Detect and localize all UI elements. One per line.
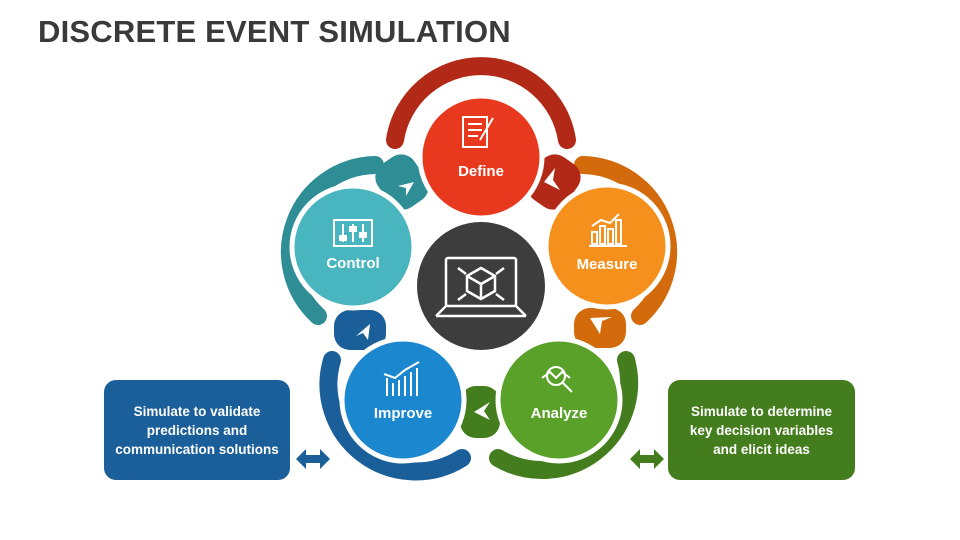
- info-box-right: Simulate to determine key decision varia…: [668, 380, 855, 480]
- arrow-icon: [356, 324, 370, 340]
- arrow-icon: [544, 168, 560, 190]
- laptop-cube-icon: [435, 256, 527, 318]
- arrow-icon: [474, 402, 490, 420]
- node-define: Define: [417, 93, 545, 221]
- arrow-icon: [590, 317, 612, 334]
- double-arrow-left-icon: [296, 449, 330, 469]
- node-center: [417, 222, 545, 350]
- node-label-measure: Measure: [577, 256, 638, 273]
- ring-improve: [319, 351, 471, 481]
- node-control: Control: [289, 183, 417, 311]
- node-analyze: Analyze: [495, 336, 623, 464]
- growth-chart-icon: [383, 361, 420, 396]
- node-label-improve: Improve: [374, 405, 432, 422]
- ring-define: [386, 57, 576, 149]
- node-measure: Measure: [543, 182, 671, 310]
- connector-analyze-improve: [460, 386, 500, 438]
- arrow-icon: [398, 182, 414, 196]
- info-box-left: Simulate to validate predictions and com…: [104, 380, 290, 480]
- magnifier-icon: [541, 366, 573, 393]
- connector-measure-analyze: [574, 308, 626, 348]
- sliders-icon: [333, 219, 373, 247]
- node-label-define: Define: [458, 163, 504, 180]
- connector-improve-control: [334, 310, 386, 350]
- bar-chart-icon: [589, 213, 627, 247]
- node-label-control: Control: [326, 255, 379, 272]
- double-arrow-right-icon: [630, 449, 664, 469]
- node-improve: Improve: [339, 336, 467, 464]
- document-pen-icon: [462, 116, 494, 148]
- node-label-analyze: Analyze: [531, 405, 588, 422]
- page-title: DISCRETE EVENT SIMULATION: [38, 14, 511, 49]
